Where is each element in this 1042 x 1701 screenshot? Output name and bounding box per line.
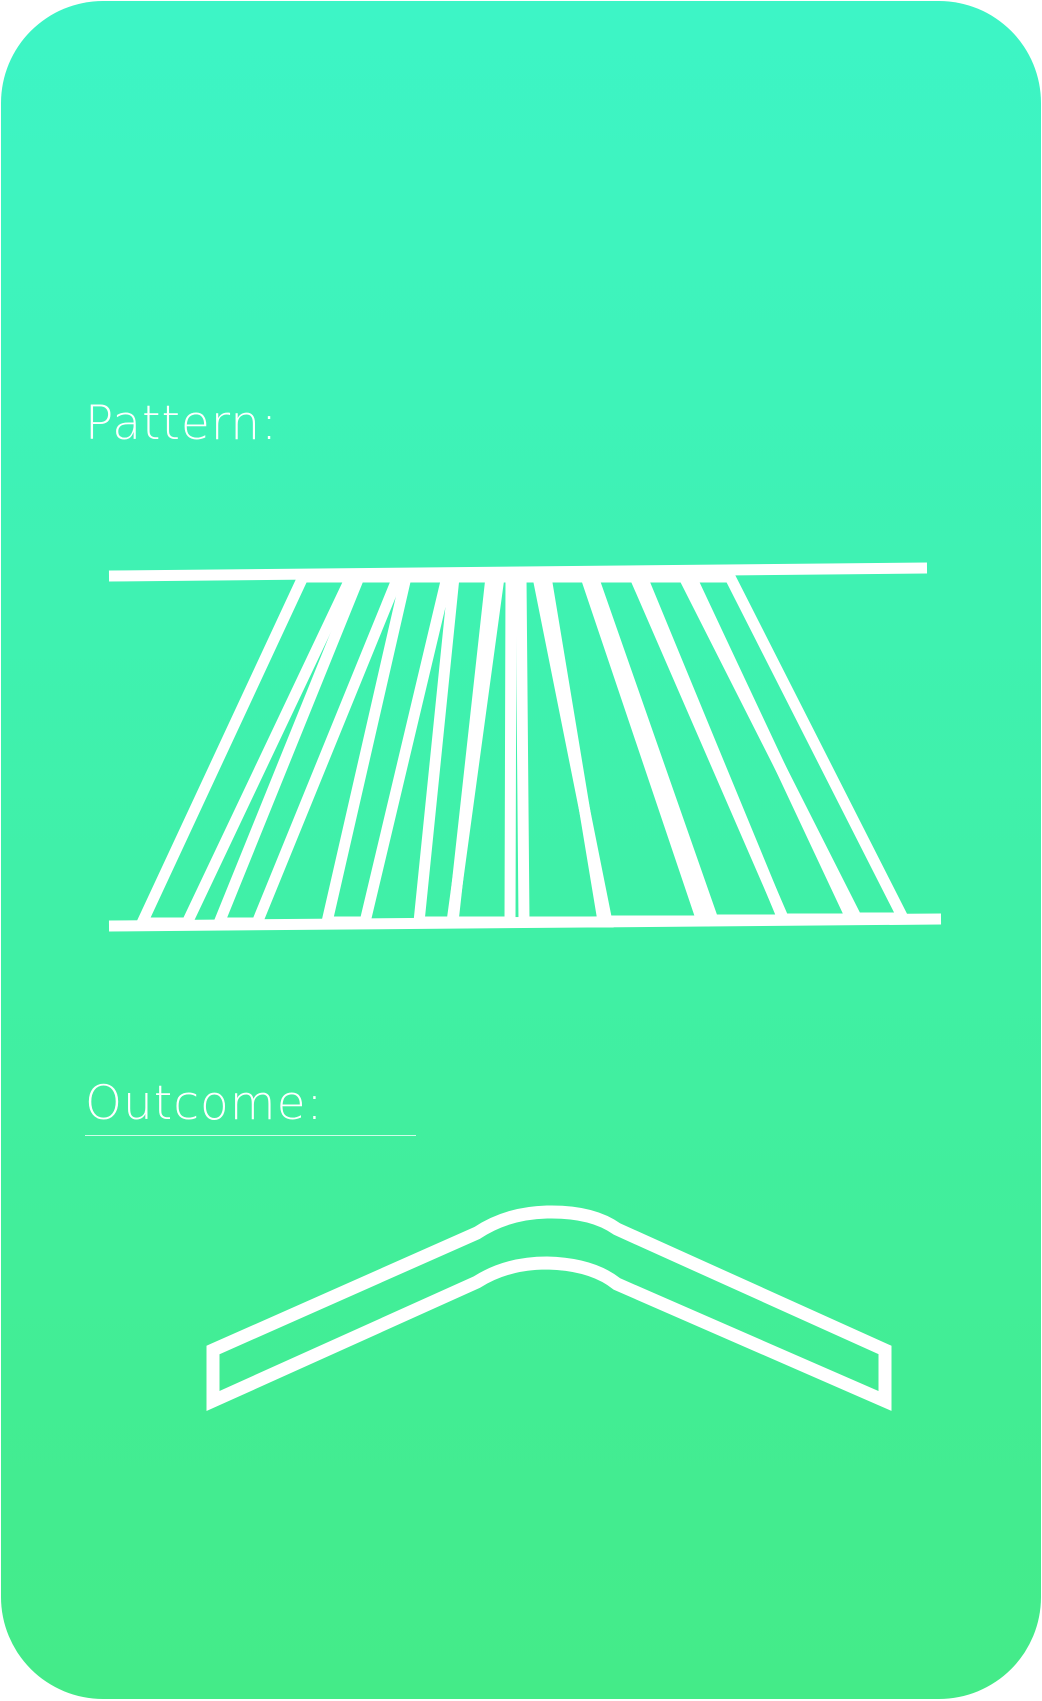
pattern-label: Pattern: xyxy=(85,396,278,451)
pattern-strip xyxy=(445,571,517,928)
outcome-label: Outcome: xyxy=(85,1076,324,1131)
pattern-strip xyxy=(682,571,912,924)
pattern-strip xyxy=(320,571,454,928)
pattern-strip xyxy=(539,571,710,927)
pattern-strip xyxy=(133,571,360,929)
outcome-bent-strip xyxy=(206,1205,892,1412)
pattern-strip xyxy=(210,571,407,929)
outcome-shape xyxy=(206,1205,892,1412)
outcome-underline xyxy=(85,1135,416,1136)
